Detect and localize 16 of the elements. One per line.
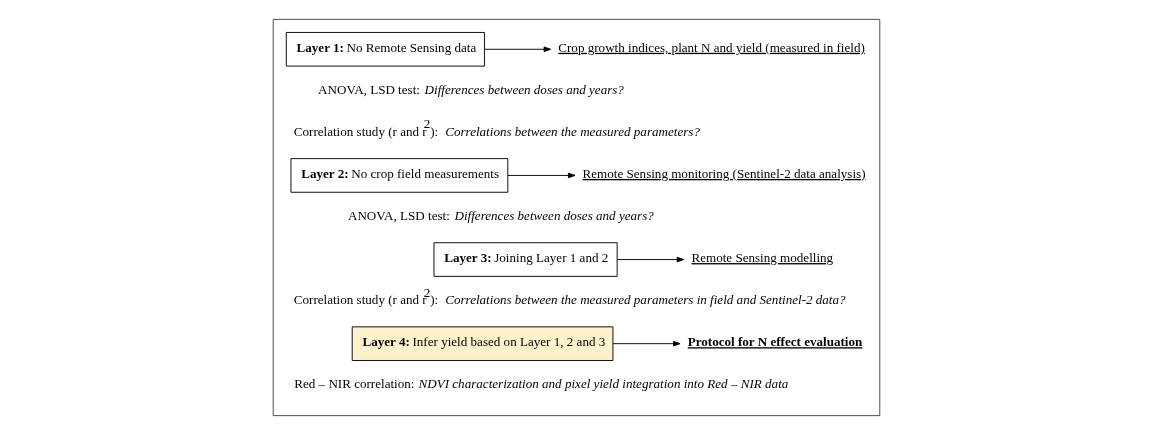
cluster xyxy=(272,18,880,417)
node-text: Protocol for N effect evaluation xyxy=(687,334,862,350)
label: ANOVA, LSD test: Differences between doses and years? xyxy=(317,81,624,97)
node-text: Remote Sensing monitoring (Sentinel-2 data analysis) xyxy=(582,165,866,181)
arrow xyxy=(616,256,684,263)
node-box: Layer 2: No crop field measurements xyxy=(290,158,508,193)
node-box: Layer 4: Infer yield based on Layer 1, 2 and 3 xyxy=(351,326,613,361)
label: Red – NIR correlation: NDVI characterization and pixel yield integration into Red – NIR data xyxy=(293,376,788,392)
node-box: Layer 3: Joining Layer 1 and 2 xyxy=(433,242,618,277)
node-box: Layer 1: No Remote Sensing data xyxy=(285,32,485,67)
node-text: Remote Sensing modelling xyxy=(690,250,833,266)
node-text: Crop growth indices, plant N and yield (measured in field) xyxy=(557,39,865,55)
arrow xyxy=(483,46,551,53)
arrow xyxy=(612,340,681,347)
arrow xyxy=(507,172,575,179)
label: ANOVA, LSD test: Differences between doses and years? xyxy=(347,208,654,224)
